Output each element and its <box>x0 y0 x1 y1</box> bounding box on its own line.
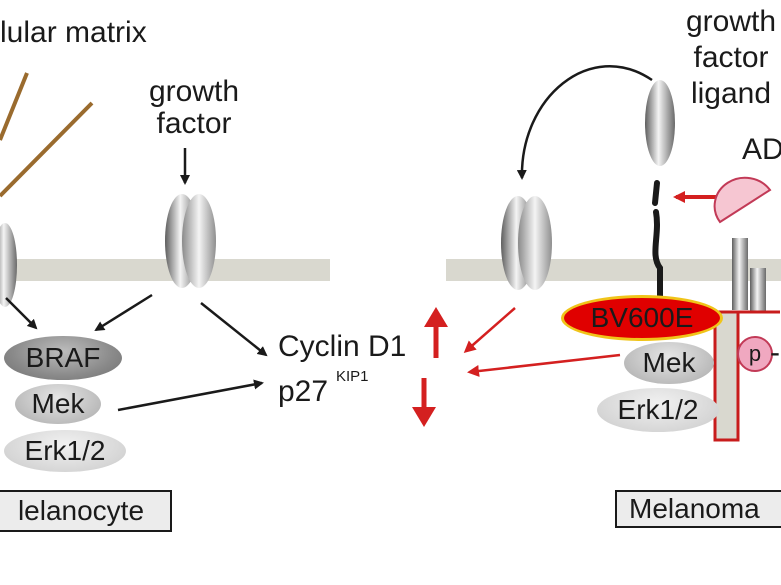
curved-ligand-arrow <box>516 65 653 180</box>
ligand-cylinder <box>645 80 675 166</box>
braf-node: BRAF <box>4 336 122 380</box>
membrane-stalk-1 <box>732 238 748 310</box>
arrow-mek-to-p27 <box>117 379 264 412</box>
left-growth-factor-receptor <box>165 194 216 288</box>
left-integrin-receptor <box>0 223 17 307</box>
membrane-stalk-2 <box>750 268 766 312</box>
matrix-label: lular matrix <box>0 16 147 49</box>
matrix-fiber-1 <box>0 72 29 141</box>
red-down-arrow <box>412 378 436 427</box>
phospho-p-circle: p <box>737 336 773 372</box>
arrow-integrin-to-braf <box>5 297 38 330</box>
ligand-tether <box>652 180 663 303</box>
melanocyte-label: lelanocyte <box>0 490 172 532</box>
ligand-label: growth factor ligand <box>685 5 777 110</box>
adam-protease <box>713 176 772 224</box>
right-growth-factor-receptor <box>501 196 552 290</box>
adam-label: AD <box>742 133 781 166</box>
p27-label: p27 <box>278 375 329 408</box>
arrow-receptor-to-braf <box>94 293 153 332</box>
signaling-complex-outline <box>713 310 740 442</box>
arrow-right-receptor-to-cyclin <box>463 307 516 353</box>
phospho-suffix: -R <box>770 336 781 369</box>
melanoma-label: Melanoma <box>615 490 781 528</box>
p27-superscript: KIP1 <box>336 368 369 385</box>
bv600e-node: BV600E <box>561 295 723 341</box>
left-membrane <box>0 259 330 281</box>
matrix-fiber-2 <box>0 101 94 198</box>
cyclin-d1-label: Cyclin D1 <box>278 330 407 363</box>
red-up-arrow <box>424 307 448 358</box>
arrow-receptor-to-cyclin <box>200 302 268 357</box>
erk-node-right: Erk1/2 <box>597 388 719 432</box>
mek-node-right: Mek <box>624 342 714 384</box>
right-membrane <box>446 259 781 281</box>
mek-node-left: Mek <box>15 384 101 424</box>
erk-node-left: Erk1/2 <box>4 430 126 472</box>
growth-factor-label: growth factor <box>148 75 240 140</box>
arrow-mek-to-p27-red <box>467 353 621 377</box>
